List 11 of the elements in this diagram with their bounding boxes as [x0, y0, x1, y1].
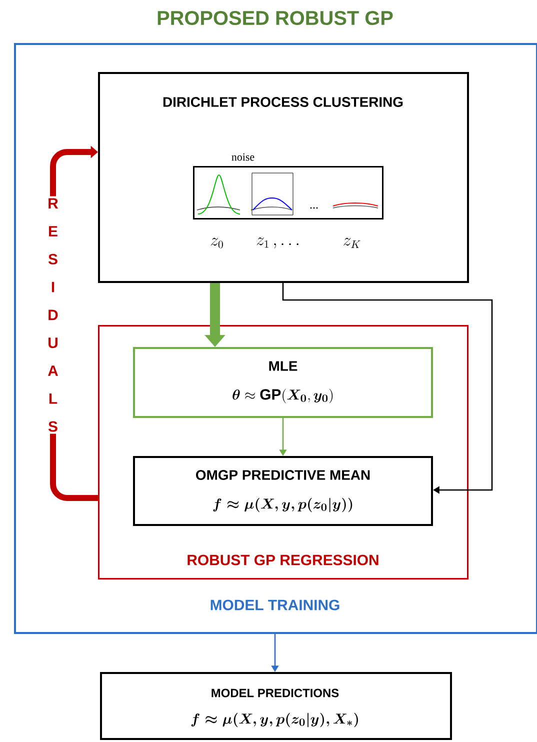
cluster-label: $z_1 \,, \ldots$: [256, 237, 298, 248]
cluster-label: $z_0$: [210, 238, 223, 248]
title: PROPOSED ROBUST GP: [158, 10, 393, 26]
cluster-label: $z_K$: [344, 238, 360, 248]
cluster-picture: noise: [193, 153, 384, 220]
process-box: MODEL PREDICTIONS $\boldsymbol{f \approx \mu(X, y, p(z_0|y), X_*)}$: [100, 672, 452, 740]
process-box: OMGP PREDICTIVE MEAN $\boldsymbol{f \approx \mu(X, y, p(z_0|y))}$: [133, 456, 433, 526]
connector-arrow: [282, 283, 493, 494]
edge-label: RESIDUALS: [44, 196, 62, 434]
node-label: noise: [232, 153, 254, 161]
process-box: MLE $\boldsymbol{\theta} \approx \mathbf{GP}(\boldsymbol{X_0}, \boldsymbol{y_0})$: [133, 347, 433, 418]
